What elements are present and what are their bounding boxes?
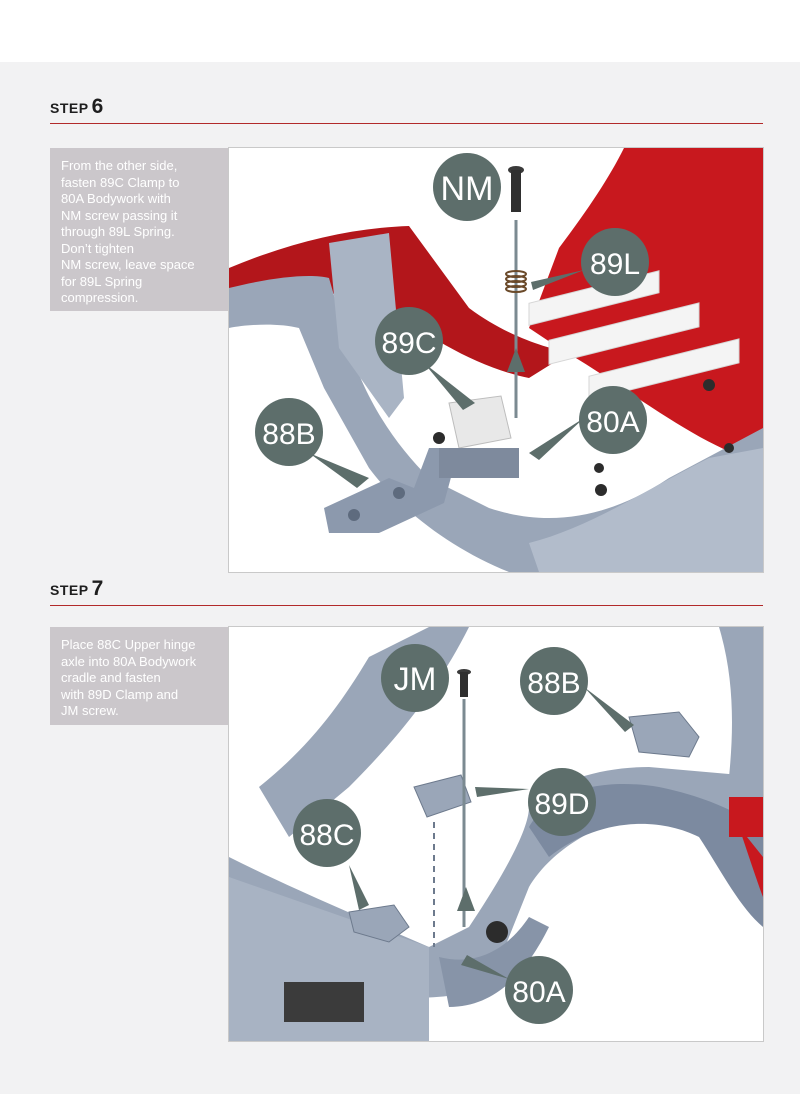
hinge-hole (348, 509, 360, 521)
step-word: step (50, 582, 89, 598)
bodywork-red-edge (739, 827, 763, 897)
callout-label: 88C (299, 819, 354, 852)
nm-screw (508, 166, 524, 212)
frame-lower-left (229, 877, 429, 1041)
frame-upright (329, 233, 404, 418)
step-7-instructions: Place 88C Upper hinge axle into 80A Body… (50, 627, 228, 725)
callout-label: 88B (527, 667, 580, 700)
instruction-line: axle into 80A Bodywork (61, 653, 197, 669)
instruction-line: with 89D Clamp and (61, 686, 179, 702)
step-6-header: step6 (50, 95, 763, 124)
callout-80a: 80A (505, 956, 573, 1024)
step-word: step (50, 100, 89, 116)
step-7-title: step7 (50, 577, 104, 601)
step-7-drawing: JM 88B 89D 88C 80A (229, 627, 763, 1041)
callout-89d: 89D (528, 768, 596, 836)
callout-88c: 88C (293, 799, 361, 867)
callout-label: NM (441, 170, 494, 208)
frame-rail (529, 448, 763, 572)
instruction-line: JM screw. (61, 703, 119, 718)
callout-88b: 88B (520, 647, 588, 715)
hinge-hole (393, 487, 405, 499)
instruction-line: Don’t tighten (61, 240, 134, 256)
callout-label: 89C (381, 327, 436, 360)
callout-label: 89L (590, 248, 640, 281)
instruction-line: NM screw, leave space (61, 257, 195, 272)
top-white-band (0, 0, 800, 62)
frame-screws (433, 379, 734, 496)
hinge-88b (628, 711, 700, 758)
callout-89l: 89L (581, 228, 649, 296)
step-6-drawing: NM 89L 89C 88B 80A (229, 148, 763, 572)
step-6-title: step6 (50, 95, 104, 119)
instruction-line: Place 88C Upper hinge (61, 637, 196, 652)
bodywork-red-edge (229, 226, 569, 378)
fastener-block (284, 982, 364, 1022)
axle-88c (348, 904, 410, 943)
spring-89l (505, 270, 527, 293)
bodywork-red-corner (729, 797, 763, 837)
instruction-line: for 89L Spring (61, 273, 143, 289)
instruction-line: 80A Bodywork with (61, 191, 171, 206)
callout-label: JM (394, 661, 437, 697)
instruction-line: compression. (61, 290, 139, 305)
frame-screw (486, 921, 508, 943)
callout-nm: NM (433, 153, 501, 221)
frame-cradle (439, 917, 549, 1007)
instruction-line: cradle and fasten (61, 670, 161, 685)
frame-right-arm (719, 627, 763, 787)
instruction-line: fasten 89C Clamp to (61, 174, 180, 190)
step-number: 7 (91, 577, 104, 600)
jm-screw (457, 669, 471, 697)
instruction-line: NM screw passing it (61, 207, 178, 223)
callout-88b: 88B (255, 398, 323, 466)
clamp-seat (439, 448, 519, 478)
step-7-illustration: JM 88B 89D 88C 80A (228, 626, 764, 1042)
callout-label: 89D (534, 788, 589, 821)
callout-arrows (309, 270, 584, 488)
instruction-line: through 89L Spring. (61, 224, 175, 239)
instruction-line: From the other side, (61, 158, 178, 173)
step-6-illustration: NM 89L 89C 88B 80A (228, 147, 764, 573)
step-6-instructions: From the other side, fasten 89C Clamp to… (50, 148, 228, 311)
callout-label: 88B (262, 418, 315, 451)
step-number: 6 (91, 95, 104, 118)
callout-label: 80A (586, 406, 639, 439)
clamp-89d (413, 774, 472, 818)
step-7-header: step7 (50, 577, 763, 606)
callout-jm: JM (381, 644, 449, 712)
callout-80a: 80A (579, 386, 647, 454)
callout-label: 80A (512, 976, 565, 1009)
callout-89c: 89C (375, 307, 443, 375)
callout-arrows (349, 687, 634, 979)
